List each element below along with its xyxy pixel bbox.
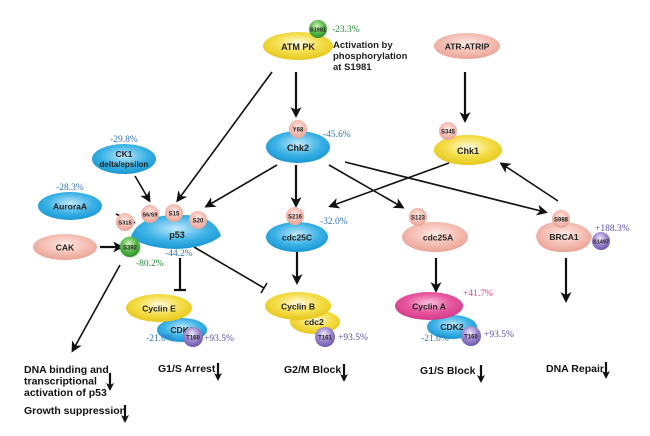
- node-auroraa[interactable]: -28.3% AuroraA: [38, 183, 102, 220]
- outcome-g2m-block: G2/M Block: [284, 364, 341, 376]
- svg-text:Cyclin B: Cyclin B: [281, 302, 315, 312]
- outcome-dna-binding-1: DNA binding and: [24, 364, 109, 376]
- svg-text:-44.2%: -44.2%: [165, 249, 193, 259]
- site-s1497: [592, 232, 610, 250]
- svg-text:at S1981: at S1981: [333, 62, 372, 73]
- svg-text:-29.8%: -29.8%: [110, 135, 138, 145]
- edge-p53-cyclinB-inhibit: [193, 246, 265, 289]
- site-t160: [183, 327, 203, 347]
- svg-text:S15: S15: [169, 212, 180, 218]
- site-s988: [552, 210, 570, 228]
- svg-text:S345: S345: [441, 130, 456, 136]
- outcomes: DNA binding and transcriptional activati…: [24, 362, 610, 423]
- site-s345: [439, 122, 457, 140]
- svg-text:S1981: S1981: [310, 28, 326, 34]
- site-s15: [165, 204, 183, 222]
- svg-text:T160: T160: [186, 336, 200, 342]
- outcome-dna-binding-2: transcriptional: [24, 376, 97, 388]
- svg-text:+188.3%: +188.3%: [595, 224, 630, 234]
- outcome-dna-repair: DNA Repair: [546, 363, 604, 375]
- svg-text:+41.7%: +41.7%: [463, 289, 493, 299]
- node-cak[interactable]: CAK: [33, 234, 97, 260]
- svg-text:S123: S123: [411, 216, 426, 222]
- atm-pct: -23.3%: [332, 25, 360, 35]
- edge-brca1-chk1: [499, 162, 559, 202]
- svg-text:+93.5%: +93.5%: [484, 330, 514, 340]
- svg-text:Chk1: Chk1: [457, 146, 479, 156]
- edge-chk1-cdc25c: [328, 162, 450, 209]
- edge-chk2-brca1: [344, 161, 548, 216]
- svg-text:-21.0%: -21.0%: [421, 334, 449, 344]
- site-s216: [286, 207, 304, 225]
- svg-text:-21.0%: -21.0%: [146, 334, 174, 344]
- outcome-growth-suppression: Growth suppression: [24, 405, 126, 417]
- node-cyclin-e-cdk2[interactable]: Cyclin E CDK2 -21.0% T160 +93.5%: [126, 294, 234, 347]
- inhibit-bar: [260, 282, 268, 294]
- svg-text:phosphorylation: phosphorylation: [333, 51, 408, 62]
- site-y68: [289, 120, 307, 138]
- site-s6-s9: [141, 205, 159, 223]
- outcome-g1s-block: G1/S Block: [420, 365, 476, 377]
- svg-text:S1497: S1497: [593, 240, 609, 246]
- svg-text:+93.5%: +93.5%: [338, 333, 368, 343]
- svg-text:ATR-ATRIP: ATR-ATRIP: [445, 42, 490, 52]
- node-atm-pk[interactable]: ATM PK S1981 -23.3% Activation by phosph…: [263, 20, 408, 73]
- svg-text:AuroraA: AuroraA: [53, 202, 87, 212]
- node-atr-atrip[interactable]: ATR-ATRIP: [434, 33, 500, 59]
- edges: [71, 71, 572, 353]
- svg-text:CDK2: CDK2: [440, 322, 463, 332]
- svg-text:BRCA1: BRCA1: [549, 232, 579, 242]
- svg-text:-32.0%: -32.0%: [320, 217, 348, 227]
- svg-text:S6/S9: S6/S9: [143, 213, 158, 219]
- svg-text:CDK2: CDK2: [170, 325, 193, 335]
- svg-text:Chk2: Chk2: [287, 143, 309, 153]
- node-cyclin-b-cdc2[interactable]: Cyclin B cdc2 T161 +93.5%: [265, 292, 368, 347]
- site-s1981: [309, 20, 327, 38]
- svg-text:cdc25C: cdc25C: [282, 233, 312, 243]
- outcome-dna-binding-3: activation of p53: [24, 387, 107, 399]
- site-s123: [409, 208, 427, 226]
- edge-p53-dna-binding: [71, 264, 121, 353]
- svg-text:S216: S216: [288, 215, 303, 221]
- svg-text:-28.3%: -28.3%: [56, 183, 84, 193]
- svg-text:delta/epsilon: delta/epsilon: [100, 160, 149, 169]
- svg-text:S988: S988: [554, 218, 569, 224]
- site-t160: [461, 326, 481, 346]
- atm-label: ATM PK: [281, 42, 315, 52]
- svg-text:Cyclin E: Cyclin E: [142, 304, 176, 314]
- svg-text:cdc25A: cdc25A: [423, 233, 453, 243]
- node-ck1[interactable]: -29.8% CK1 delta/epsilon: [92, 135, 156, 174]
- node-cdc25a[interactable]: S123 cdc25A: [402, 208, 468, 252]
- node-brca1[interactable]: S988 BRCA1 S1497 +188.3%: [536, 210, 630, 252]
- svg-text:T161: T161: [318, 336, 332, 342]
- node-chk1[interactable]: S345 Chk1: [434, 122, 502, 165]
- svg-text:+93.5%: +93.5%: [204, 334, 234, 344]
- svg-text:CAK: CAK: [56, 243, 75, 253]
- edge-atm-p53: [176, 71, 273, 203]
- svg-text:Cyclin A: Cyclin A: [412, 302, 446, 312]
- svg-text:S392: S392: [123, 246, 138, 252]
- svg-text:Activation by: Activation by: [333, 40, 393, 51]
- svg-text:-45.6%: -45.6%: [323, 130, 351, 140]
- edge-chk2-p53: [204, 164, 278, 208]
- svg-text:T160: T160: [464, 335, 478, 341]
- edge-ck1-p53: [134, 175, 151, 203]
- node-cyclin-a-cdk2[interactable]: Cyclin A +41.7% CDK2 -21.0% T160 +93.5%: [395, 289, 514, 346]
- node-p53[interactable]: p53 S315 S6/S9 S15 S20 S392 -80.2% -44.2…: [116, 204, 221, 269]
- svg-text:S315: S315: [118, 221, 132, 227]
- site-s315: [116, 213, 134, 231]
- node-cdc25c[interactable]: S216 cdc25C -32.0%: [266, 207, 348, 252]
- svg-text:p53: p53: [169, 230, 185, 240]
- svg-text:CK1: CK1: [115, 149, 132, 159]
- site-t161: [315, 327, 335, 347]
- svg-text:S20: S20: [193, 219, 204, 225]
- svg-text:Y68: Y68: [293, 128, 304, 134]
- outcome-g1s-arrest: G1/S Arrest: [158, 363, 216, 375]
- edge-chk2-cdc25a: [328, 164, 405, 209]
- site-s392: [119, 236, 141, 258]
- site-s20: [189, 211, 207, 229]
- node-chk2[interactable]: Y68 Chk2 -45.6%: [266, 120, 351, 163]
- svg-text:-80.2%: -80.2%: [136, 259, 164, 269]
- svg-text:cdc2: cdc2: [304, 317, 324, 327]
